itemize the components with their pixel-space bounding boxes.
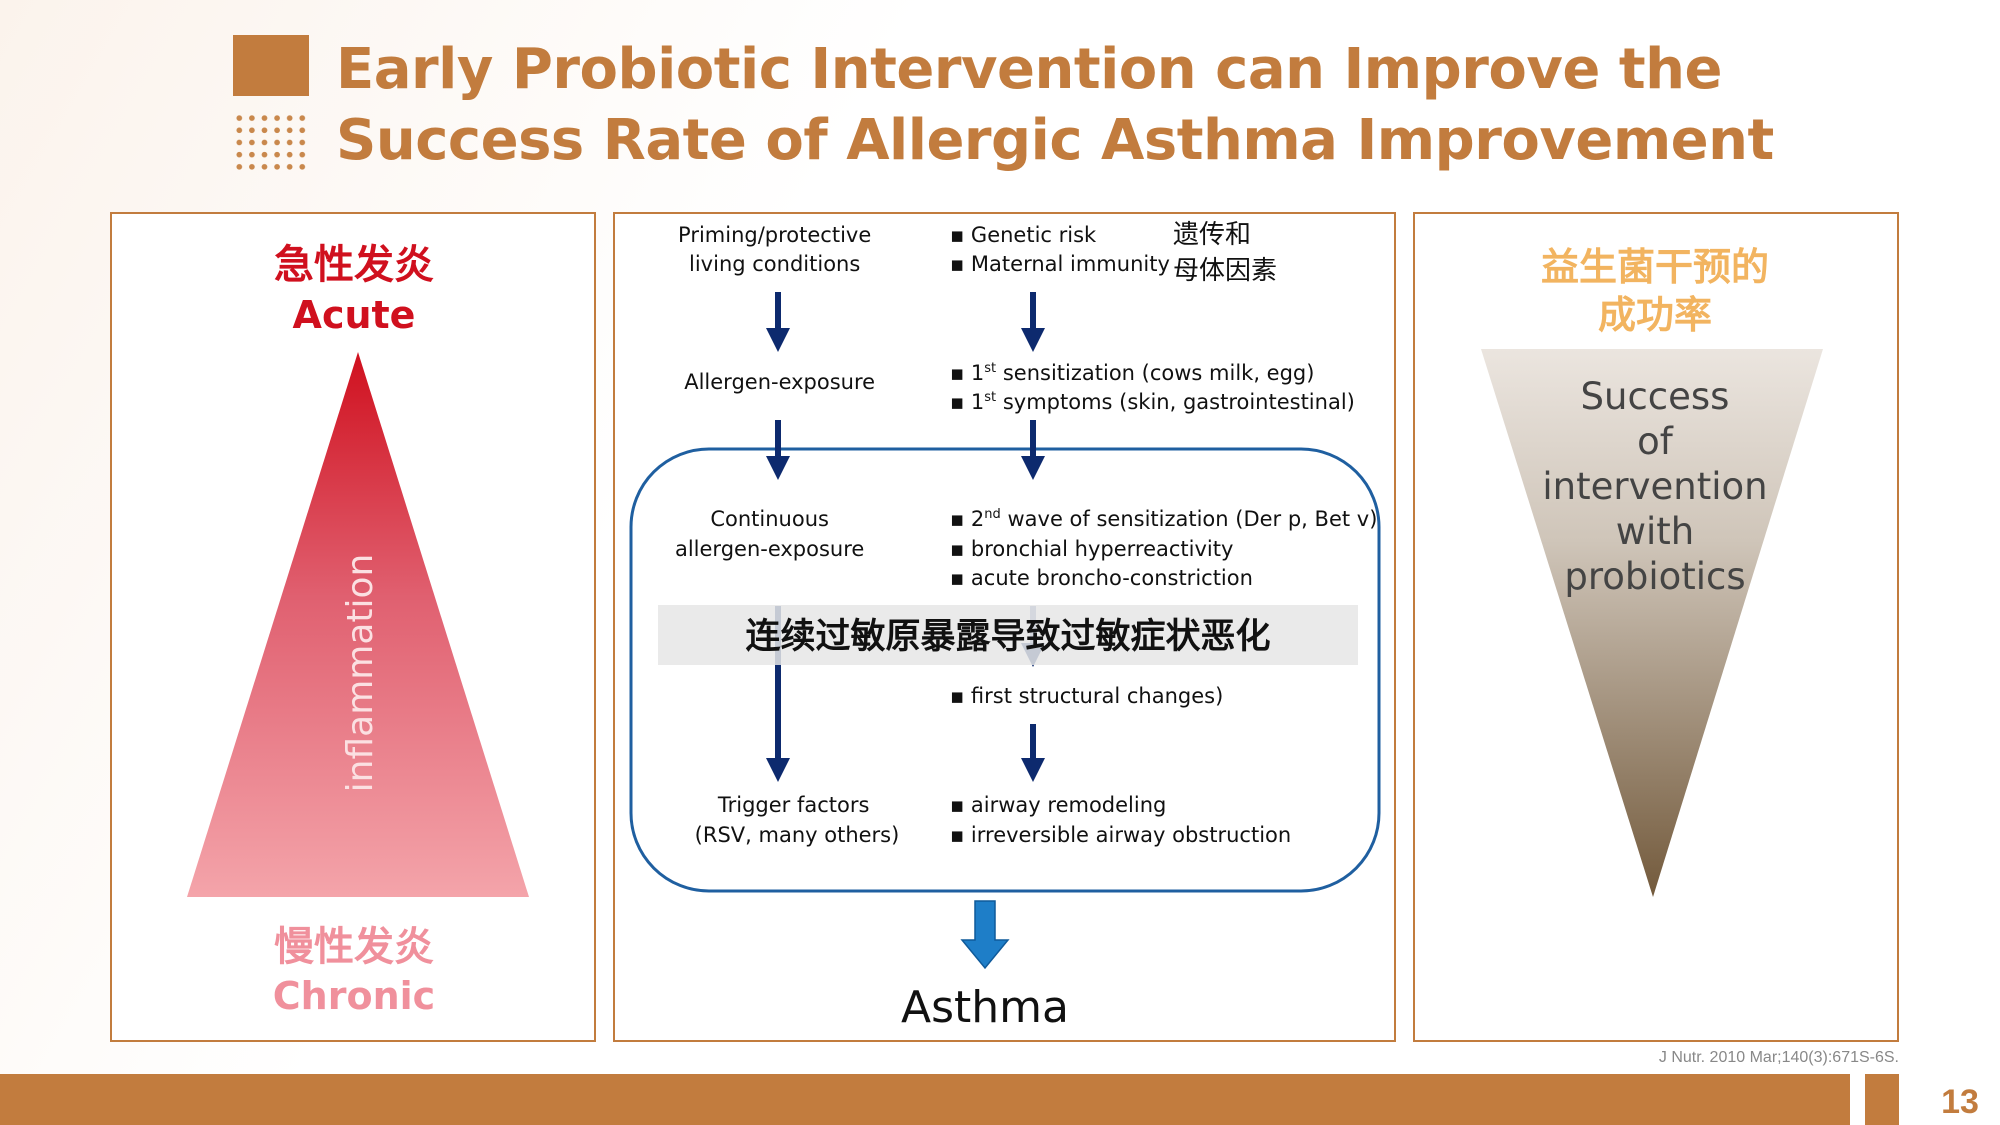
- second-wave: wave of sensitization (Der p, Bet v): [1007, 507, 1377, 531]
- cn-genetic-1: 遗传和: [1173, 220, 1251, 250]
- continuous-label-2: allergen-exposure: [675, 537, 864, 561]
- success-text-line: Success: [1581, 375, 1730, 418]
- success-heading-1: 益生菌干预的: [1541, 245, 1769, 289]
- allergen-exposure-label: Allergen-exposure: [684, 370, 875, 394]
- inflammation-label: inflammation: [340, 554, 381, 793]
- acute-chronic-panel: 急性发炎 Acute inflammation 慢性发炎 Chronic: [110, 212, 596, 1042]
- success-text-line: probiotics: [1564, 555, 1745, 598]
- acute-en-label: Acute: [293, 293, 416, 337]
- asthma-pathway-panel: Priming/protective living conditions All…: [613, 212, 1396, 1042]
- sup: nd: [984, 507, 1001, 522]
- success-text-line: of: [1637, 420, 1674, 463]
- first-sensitization: sensitization (cows milk, egg): [1003, 361, 1315, 385]
- caption-band-text: 连续过敏原暴露导致过敏症状恶化: [745, 617, 1270, 657]
- structural-changes: first structural changes): [971, 684, 1223, 708]
- footer-bar: [0, 1074, 1850, 1125]
- cn-genetic-2: 母体因素: [1173, 256, 1277, 286]
- inflammation-triangle: [187, 352, 529, 897]
- svg-text:▪ bronchial hyperreactivity: ▪ bronchial hyperreactivity: [950, 537, 1233, 561]
- svg-text:▪ 2nd wave of sensitization (D: ▪ 2nd wave of sensitization (Der p, Bet …: [950, 499, 1377, 531]
- trigger-label-2: (RSV, many others): [695, 823, 900, 847]
- citation: J Nutr. 2010 Mar;140(3):671S-6S.: [1658, 1049, 1899, 1066]
- priming-label-2: living conditions: [689, 252, 860, 276]
- caption-band: [658, 605, 1358, 665]
- continuous-label-1: Continuous: [710, 507, 829, 531]
- page-title: Early Probiotic Intervention can Improve…: [336, 34, 1774, 176]
- title-accent-square: [233, 35, 309, 96]
- chronic-cn-label: 慢性发炎: [274, 924, 434, 970]
- svg-text:▪ first structural changes): ▪ first structural changes): [950, 684, 1223, 708]
- footer-bar-block: [1865, 1074, 1899, 1125]
- svg-text:▪ 1st symptoms (skin, gastroin: ▪ 1st symptoms (skin, gastrointestinal): [950, 382, 1355, 414]
- svg-text:▪ 1st sensitization (cows milk: ▪ 1st sensitization (cows milk, egg): [950, 353, 1314, 385]
- asthma-label: Asthma: [901, 982, 1069, 1033]
- success-text-line: with: [1616, 510, 1695, 553]
- success-funnel: [1481, 349, 1823, 897]
- success-heading-2: 成功率: [1598, 293, 1712, 337]
- title-line-2: Success Rate of Allergic Asthma Improvem…: [336, 108, 1774, 173]
- airway-remodeling: airway remodeling: [971, 793, 1166, 817]
- svg-text:▪ airway remodeling: ▪ airway remodeling: [950, 793, 1166, 817]
- trigger-label-1: Trigger factors: [717, 793, 870, 817]
- sup: st: [984, 390, 996, 405]
- first-symptoms: symptoms (skin, gastrointestinal): [1003, 390, 1355, 414]
- priming-label-1: Priming/protective: [678, 223, 871, 247]
- sup: st: [984, 361, 996, 376]
- svg-text:▪ acute broncho-constriction: ▪ acute broncho-constriction: [950, 566, 1253, 590]
- asthma-arrow: [960, 900, 1010, 970]
- title-line-1: Early Probiotic Intervention can Improve…: [336, 37, 1722, 102]
- svg-text:Priming/protective liv: Priming/protective living conditions All…: [675, 223, 899, 847]
- svg-text:▪ Genetic risk: ▪ Genetic risk: [950, 223, 1097, 247]
- bronchial-hyperreactivity: bronchial hyperreactivity: [971, 537, 1233, 561]
- acute-cn-label: 急性发炎: [274, 242, 434, 288]
- svg-text:▪ irreversible airway obstruct: ▪ irreversible airway obstruction: [950, 823, 1291, 847]
- svg-text:▪ Maternal immunity: ▪ Maternal immunity: [950, 252, 1170, 276]
- page-number: 13: [1941, 1083, 1979, 1121]
- chronic-en-label: Chronic: [273, 974, 435, 1018]
- chronic-phase-box: [629, 447, 1381, 893]
- success-text-line: intervention: [1542, 465, 1767, 508]
- title-dot-grid: [233, 112, 309, 173]
- maternal-immunity: Maternal immunity: [971, 252, 1170, 276]
- irreversible-obstruction: irreversible airway obstruction: [971, 823, 1291, 847]
- genetic-risk: Genetic risk: [971, 223, 1097, 247]
- acute-bronchoconstriction: acute broncho-constriction: [971, 566, 1253, 590]
